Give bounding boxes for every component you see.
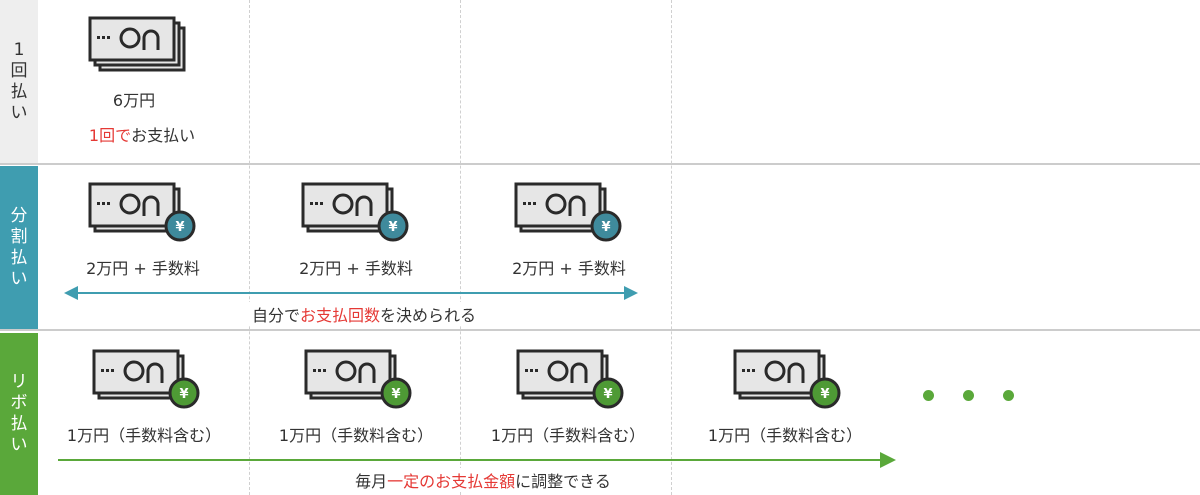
svg-text:¥: ¥ (391, 387, 400, 402)
note-one-time: 1回でお支払い (89, 122, 195, 146)
ellipsis-dot (963, 390, 974, 401)
row-one-time: 1 回 払 い (0, 0, 1200, 163)
row-divider (0, 329, 1200, 331)
note-text: を決められる (380, 306, 477, 325)
label-char: ボ (10, 393, 28, 413)
installment-caption: 2万円 + 手数料 (86, 259, 200, 278)
yen-coin-icon: ¥ (809, 377, 841, 409)
label-char: リ (10, 372, 28, 392)
revolving-caption: 1万円（手数料含む） (707, 426, 863, 445)
revolving-caption: 1万円（手数料含む） (278, 426, 434, 445)
note-text: 自分で (251, 306, 300, 325)
label-char: い (10, 102, 28, 123)
row-divider (0, 163, 1200, 165)
installment-caption: 2万円 + 手数料 (512, 259, 626, 278)
yen-coin-icon: ¥ (164, 210, 196, 242)
svg-text:¥: ¥ (603, 387, 612, 402)
installment-caption: 2万円 + 手数料 (299, 259, 413, 278)
banknote-icon: ¥ (301, 182, 409, 242)
note-text: お支払い (131, 126, 196, 145)
column-separator (671, 0, 672, 495)
note-text: に調整できる (515, 472, 611, 491)
banknote-stack-icon (88, 16, 186, 72)
note-highlight: 一定のお支払金額 (387, 472, 516, 491)
row-label-revolving: リ ボ 払 い (0, 333, 38, 495)
yen-coin-icon: ¥ (592, 377, 624, 409)
ellipsis-dot (1003, 390, 1014, 401)
row-installment: 分 割 払 い (0, 166, 1200, 329)
svg-text:¥: ¥ (175, 220, 184, 235)
note-text: 毎月 (355, 472, 388, 491)
note-highlight: 1回で (88, 126, 132, 145)
note-highlight: お支払回数 (299, 306, 381, 325)
row-revolving: リ ボ 払 い (0, 333, 1200, 495)
note-installment: 自分でお支払回数を決められる (245, 302, 483, 326)
label-char: 分 (10, 205, 28, 226)
revolving-caption: 1万円（手数料含む） (66, 426, 222, 445)
ellipsis-dot (923, 390, 934, 401)
row-label-one-time: 1 回 払 い (0, 0, 38, 163)
label-char: 払 (10, 247, 28, 268)
revolving-arrow (58, 452, 896, 468)
amount-one-time: 6万円 (112, 91, 156, 110)
banknote-icon: ¥ (733, 349, 841, 409)
row-label-installment: 分 割 払 い (0, 166, 38, 329)
label-char: 払 (10, 81, 28, 102)
yen-coin-icon: ¥ (168, 377, 200, 409)
installment-double-arrow (64, 286, 638, 300)
column-separator (249, 0, 250, 495)
banknote-icon: ¥ (516, 349, 624, 409)
yen-coin-icon: ¥ (380, 377, 412, 409)
yen-coin-icon: ¥ (377, 210, 409, 242)
svg-text:¥: ¥ (820, 387, 829, 402)
label-char: 回 (10, 60, 28, 81)
svg-text:¥: ¥ (388, 220, 397, 235)
revolving-caption: 1万円（手数料含む） (490, 426, 646, 445)
banknote-icon: ¥ (514, 182, 622, 242)
label-char: 払 (10, 414, 28, 434)
column-separator (460, 0, 461, 495)
svg-text:¥: ¥ (179, 387, 188, 402)
banknote-icon: ¥ (304, 349, 412, 409)
label-char: い (10, 435, 28, 455)
label-char: 1 (13, 39, 25, 60)
banknote-icon: ¥ (92, 349, 200, 409)
label-char: い (10, 268, 28, 289)
svg-text:¥: ¥ (601, 220, 610, 235)
yen-coin-icon: ¥ (590, 210, 622, 242)
label-char: 割 (10, 226, 28, 247)
note-revolving: 毎月一定のお支払金額に調整できる (349, 468, 617, 492)
banknote-icon: ¥ (88, 182, 196, 242)
